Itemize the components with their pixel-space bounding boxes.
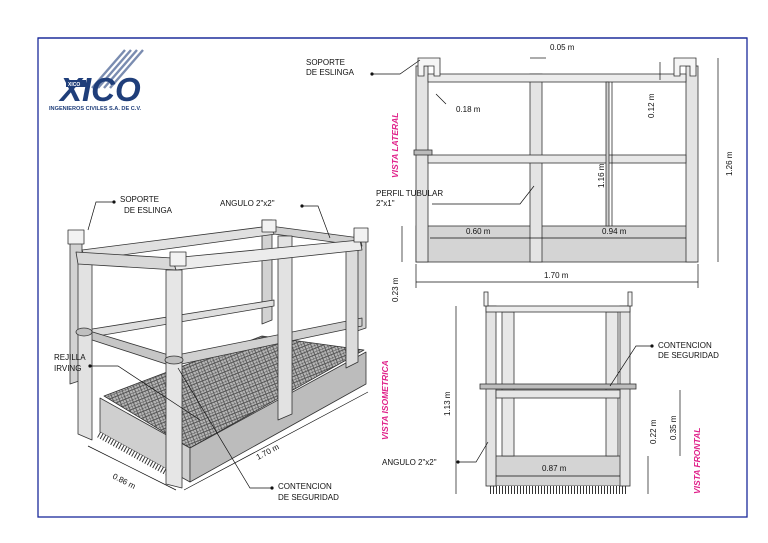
- lat-top-rail: [427, 73, 687, 83]
- lat-leader-tube: [432, 185, 535, 205]
- front-dot-angle: [456, 460, 460, 464]
- frontal-view: [479, 291, 637, 494]
- front-top-rail: [485, 305, 631, 313]
- front-sling-right: [627, 291, 633, 307]
- lat-dim-length-text: 1.70 m: [544, 271, 569, 280]
- front-safety-bar: [479, 383, 637, 390]
- iso-dim-width-line: [87, 445, 177, 491]
- front-dim-toe-text: 0.22 m: [649, 419, 658, 444]
- lat-sling-support-right: [673, 57, 697, 77]
- iso-sling-support-3: [261, 219, 277, 233]
- lat-dim-total-text: 1.26 m: [725, 151, 734, 176]
- iso-safety-band-1: [75, 327, 93, 337]
- lat-inner-post: [605, 81, 610, 227]
- lat-sling-support-left: [417, 57, 441, 77]
- front-toe-board: [487, 455, 629, 487]
- lat-dim-inner-text: 1.16 m: [597, 163, 606, 188]
- lateral-dimensions: [372, 57, 719, 288]
- front-leader-angle: [458, 441, 489, 463]
- lat-safety-clip: [413, 149, 433, 156]
- lat-view-label: VISTA LATERAL: [390, 113, 400, 178]
- front-teeth: [488, 486, 628, 494]
- iso-dim-width: 0.86 m: [111, 472, 137, 491]
- front-mid-rail: [495, 389, 621, 399]
- lat-post-right: [685, 65, 699, 263]
- lat-leader-sling: [372, 59, 421, 75]
- iso-leader-safety: [177, 367, 272, 489]
- frontal-dimensions: [455, 306, 681, 494]
- lat-mid-rail: [427, 154, 687, 164]
- iso-leader-angle: [302, 205, 331, 239]
- iso-toe-teeth: [97, 432, 179, 481]
- iso-dim-length-line: [183, 391, 369, 491]
- iso-sling-line1: SOPORTE: [120, 195, 159, 204]
- company-logo: XICO XICO INGENIEROS CIVILES S.A. DE C.V…: [49, 49, 144, 112]
- logo-company: INGENIEROS CIVILES S.A. DE C.V.: [49, 106, 142, 112]
- iso-safety-band-2: [164, 355, 184, 365]
- front-leader-safety: [609, 345, 652, 387]
- lat-dot-sling: [370, 72, 374, 76]
- front-label-angle: ANGULO 2"x2": [382, 458, 437, 467]
- iso-sling-support-4: [353, 227, 369, 243]
- front-dim-height-text: 1.13 m: [443, 391, 452, 416]
- iso-label-sling-support: SOPORTE DE ESLINGA: [120, 195, 173, 215]
- iso-sling-support-2: [169, 251, 187, 267]
- iso-dot-safety: [270, 486, 274, 490]
- logo-stripes: [91, 49, 144, 89]
- front-sling-left: [483, 291, 489, 307]
- isometric-view: [67, 219, 369, 489]
- iso-front-post-end: [345, 245, 359, 369]
- logo-tag-box: [66, 80, 86, 87]
- iso-top-rail-left: [75, 251, 177, 271]
- iso-front-post-right: [277, 235, 293, 421]
- iso-front-post-mid: [165, 269, 183, 489]
- logo-tag: XICO: [68, 82, 80, 88]
- lat-post-mid: [529, 73, 543, 263]
- iso-leader-sling: [87, 201, 114, 231]
- lat-dim-gap-text: 0.05 m: [550, 43, 575, 52]
- front-dot-safety: [650, 344, 654, 348]
- iso-label-angle: ANGULO 2"x2": [220, 199, 275, 208]
- front-post-left: [485, 305, 497, 487]
- lat-dim-top-text: 0.12 m: [647, 93, 656, 118]
- iso-front-post-left: [77, 261, 93, 441]
- iso-dot-angle: [300, 204, 304, 208]
- lat-dim-post-text: 0.18 m: [456, 105, 481, 114]
- iso-leader-grating: [90, 365, 201, 421]
- iso-mid-rail-side: [85, 329, 173, 367]
- iso-dot-grating: [88, 364, 92, 368]
- iso-sling-line2: DE ESLINGA: [124, 206, 173, 215]
- front-dim-width-text: 0.87 m: [542, 464, 567, 473]
- logo-brand: XICO: [58, 71, 141, 108]
- lat-dim-toe-text: 0.23 m: [391, 277, 400, 302]
- front-view-label: VISTA FRONTAL: [692, 428, 702, 494]
- lat-dim-right-bay-text: 0.94 m: [602, 227, 627, 236]
- front-post-right: [619, 305, 631, 487]
- lat-post-left: [415, 65, 429, 263]
- iso-view-label: VISTA ISOMETRICA: [380, 360, 390, 440]
- iso-dot-sling: [112, 200, 116, 204]
- front-dim-rail-text: 0.35 m: [669, 415, 678, 440]
- lat-leader-post: [435, 93, 447, 105]
- lat-dim-left-bay-text: 0.60 m: [466, 227, 491, 236]
- lateral-view: [413, 57, 699, 263]
- iso-sling-support-1: [67, 229, 85, 245]
- lat-toe-board: [415, 225, 697, 263]
- iso-callout-lines: [87, 201, 369, 491]
